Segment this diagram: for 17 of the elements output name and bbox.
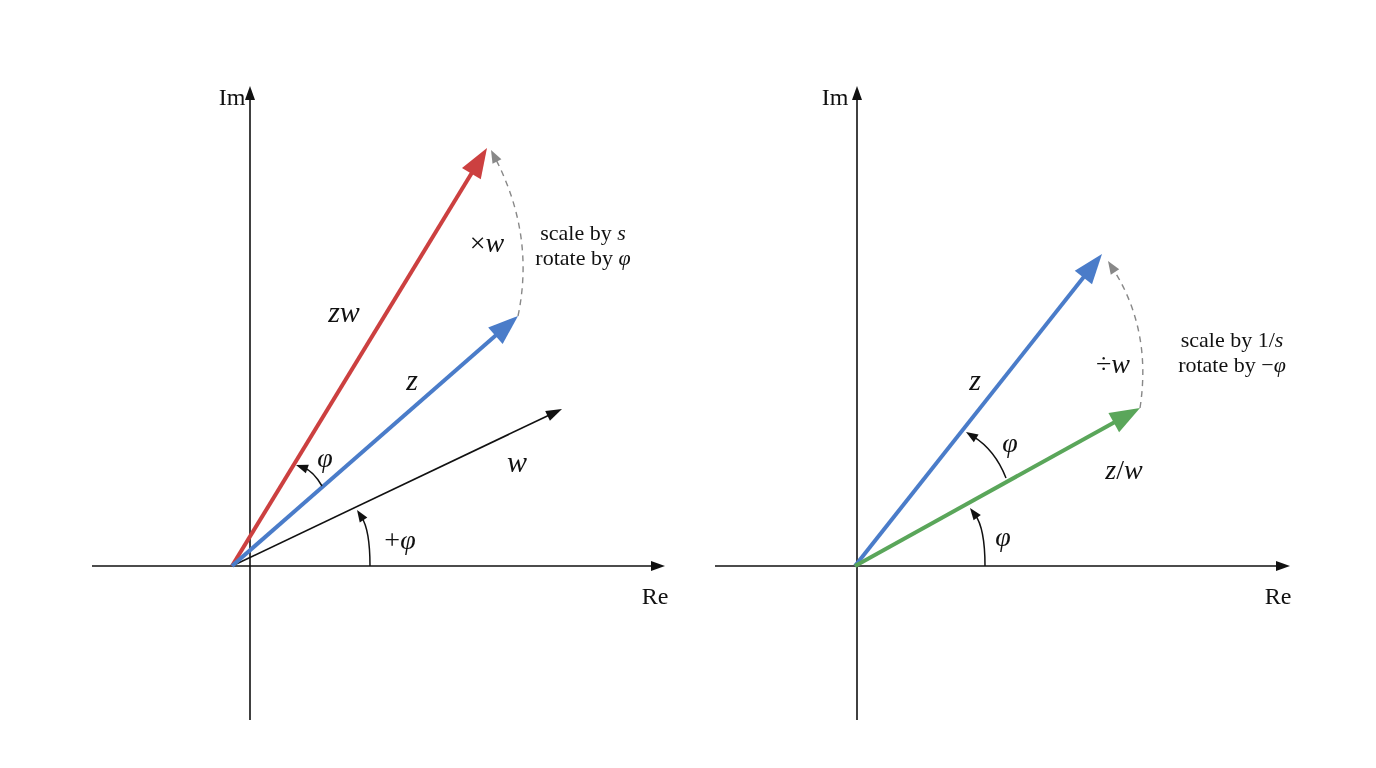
vector-label: zw	[328, 294, 360, 330]
axis-label: Re	[641, 583, 669, 611]
axis-label: Im	[218, 84, 246, 112]
angle-label: φ	[317, 441, 333, 475]
vector-label: z/w	[1105, 453, 1143, 487]
vector-label: z	[969, 362, 981, 398]
angle-label: +φ	[384, 523, 416, 557]
angle-label: φ	[1002, 426, 1018, 460]
vector-label: w	[507, 444, 527, 480]
axis-label: Re	[1264, 583, 1292, 611]
operation-label: ×w	[469, 226, 505, 260]
axis-label: Im	[821, 84, 849, 112]
angle-label: φ	[995, 520, 1011, 554]
vector-label: z	[406, 362, 418, 398]
annotation-text: scale by s rotate by φ	[534, 219, 632, 271]
annotation-text: scale by 1/s rotate by −φ	[1177, 326, 1287, 378]
operation-label: ÷w	[1095, 347, 1131, 381]
